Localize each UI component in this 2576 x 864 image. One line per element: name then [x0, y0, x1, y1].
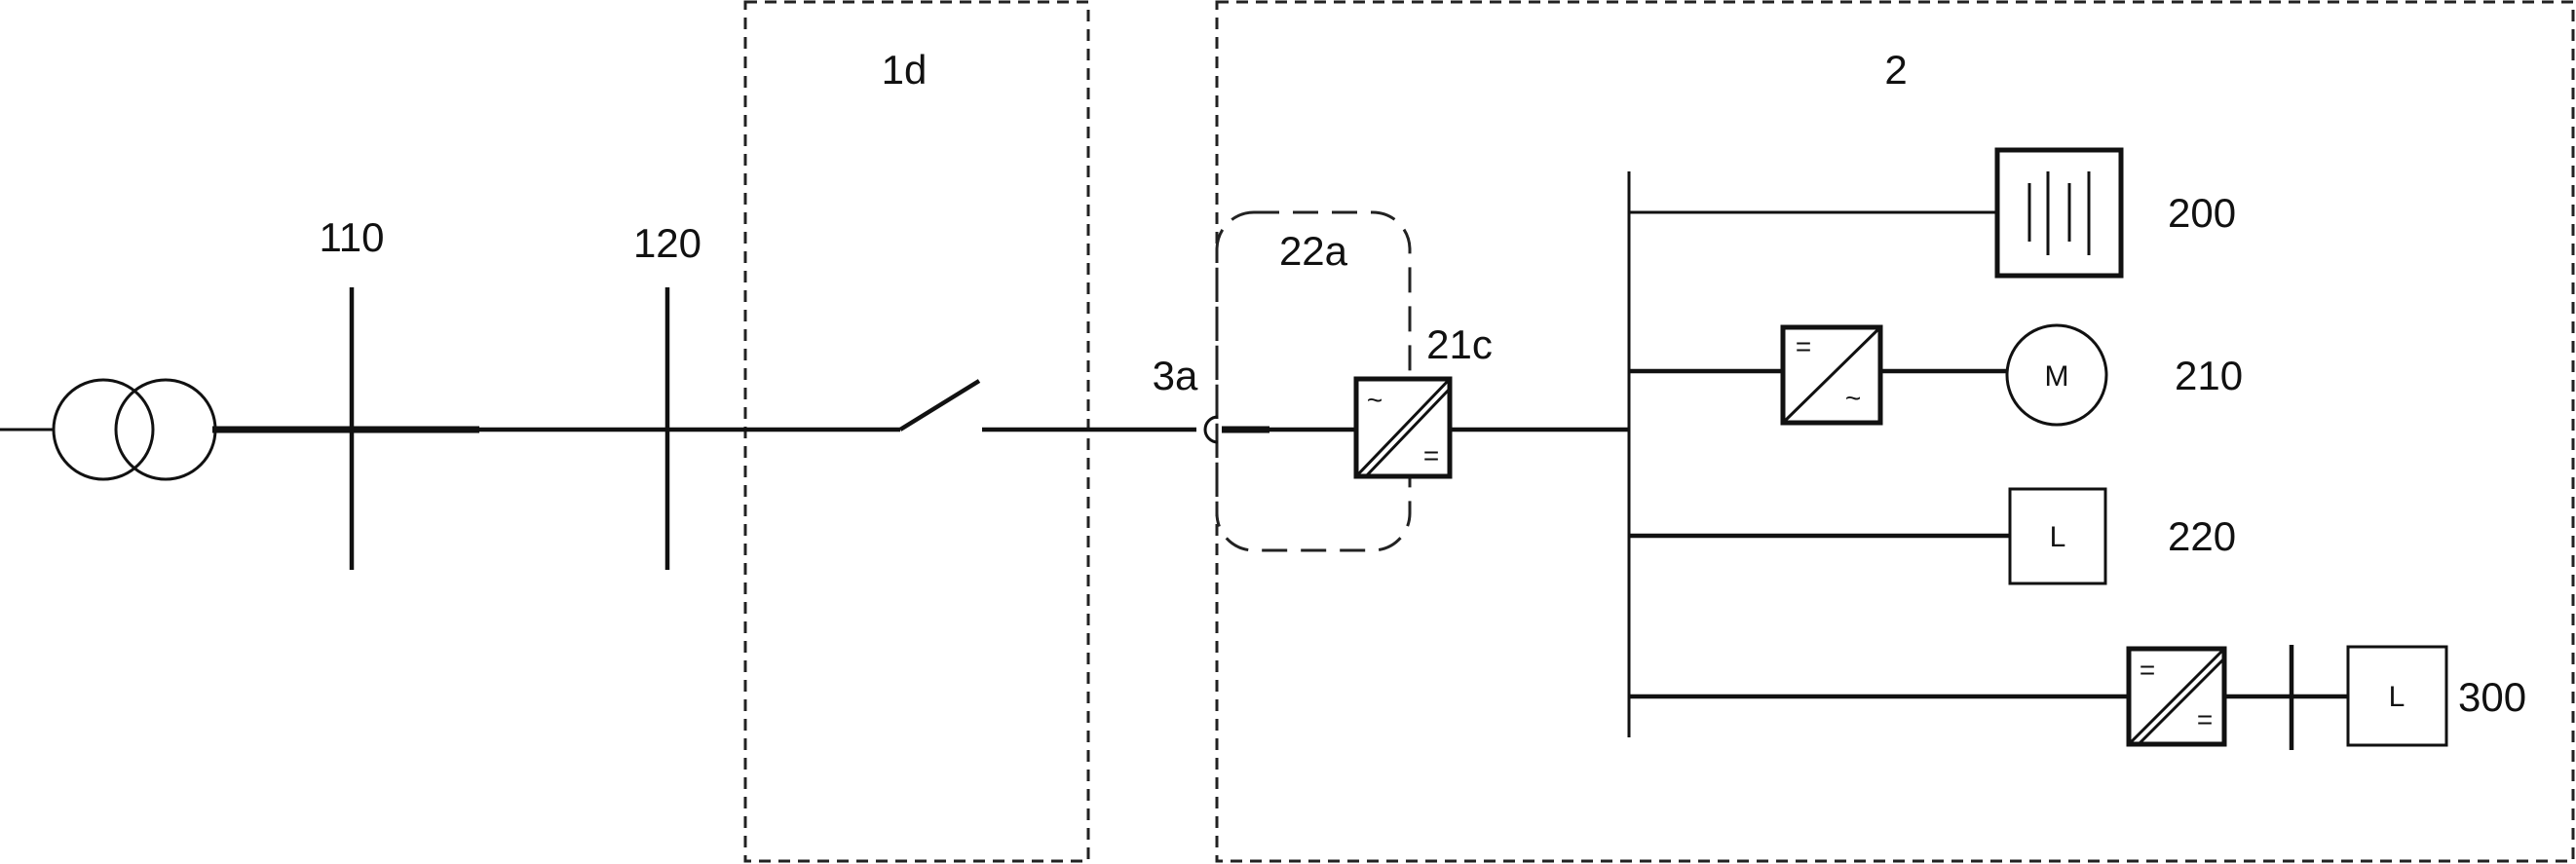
motor-branch-210-label: 210: [2175, 353, 2243, 398]
motor-icon: [2005, 323, 2108, 427]
region-2-label: 2: [1884, 47, 1907, 93]
transformer-icon: [52, 378, 217, 481]
battery-200-label: 200: [2168, 190, 2236, 236]
converter-300-icon: = =: [2126, 646, 2227, 747]
disconnect-switch-icon: [898, 379, 981, 432]
load-300-symbol: L: [2389, 681, 2406, 713]
svg-text:=: =: [1423, 440, 1439, 470]
load-220-icon: [2008, 487, 2107, 585]
region-22a-label: 22a: [1279, 228, 1348, 274]
motor-symbol: M: [2045, 360, 2069, 393]
load-300-icon: [2346, 645, 2448, 747]
load-branch-220-label: 220: [2168, 513, 2236, 559]
region-22a-boundary: [1215, 210, 1412, 552]
region-1d-label: 1d: [882, 47, 928, 93]
dc-load-branch-300-label: 300: [2458, 674, 2526, 720]
coupling-3a-label: 3a: [1153, 353, 1198, 398]
coupling-3a-icon: [1203, 415, 1219, 444]
svg-text:~: ~: [1845, 383, 1861, 413]
converter-21c-label: 21c: [1426, 321, 1493, 367]
svg-text:~: ~: [1367, 385, 1383, 415]
busbar-110-label: 110: [320, 214, 385, 260]
svg-text:=: =: [2140, 655, 2155, 685]
converter-210-icon: = ~: [1780, 324, 1883, 426]
svg-text:=: =: [1796, 331, 1811, 361]
load-220-symbol: L: [2050, 521, 2066, 553]
converter-21c-icon: ~ =: [1353, 376, 1453, 479]
battery-icon: [1994, 147, 2124, 279]
busbar-120-label: 120: [633, 220, 701, 266]
svg-text:=: =: [2197, 704, 2213, 734]
